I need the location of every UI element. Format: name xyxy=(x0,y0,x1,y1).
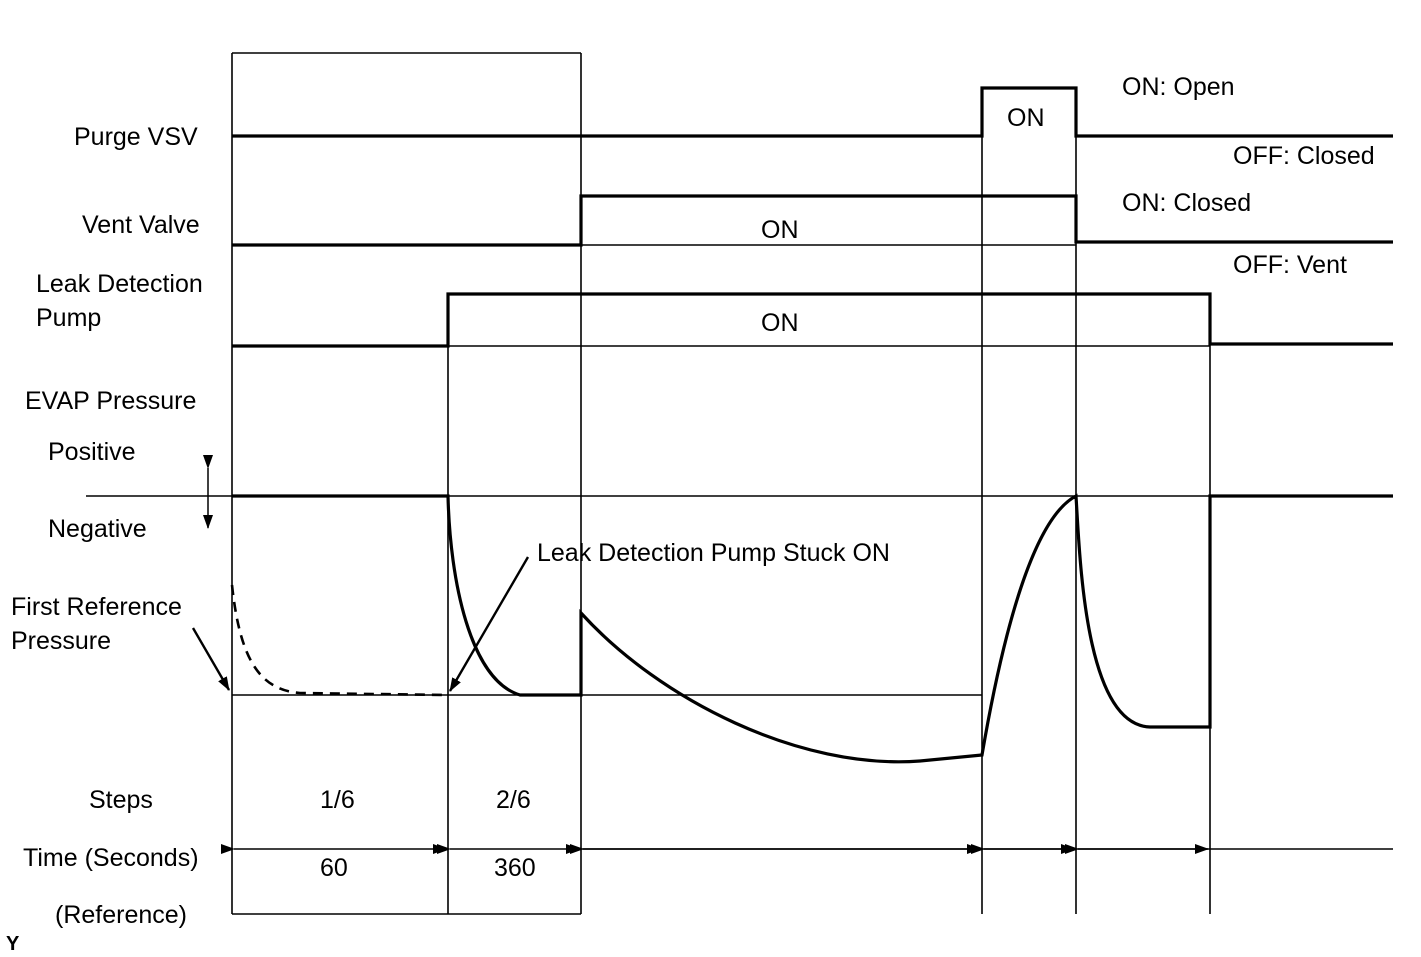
step-2-value: 2/6 xyxy=(496,786,531,814)
positive-label: Positive xyxy=(48,438,136,466)
vent-valve-label: Vent Valve xyxy=(82,211,200,239)
first-reference-label-line1: First Reference xyxy=(11,593,182,621)
stuck-on-annotation: Leak Detection Pump Stuck ON xyxy=(537,539,890,567)
evap-pressure-label: EVAP Pressure xyxy=(25,387,196,415)
purge-vsv-label: Purge VSV xyxy=(74,123,198,151)
purge-off-description: OFF: Closed xyxy=(1233,142,1375,170)
time-1-value: 60 xyxy=(320,854,348,882)
purge-on-label: ON xyxy=(1007,104,1045,132)
time-2-value: 360 xyxy=(494,854,536,882)
negative-label: Negative xyxy=(48,515,147,543)
purge-on-description: ON: Open xyxy=(1122,73,1235,101)
step-1-value: 1/6 xyxy=(320,786,355,814)
first-reference-label-line2: Pressure xyxy=(11,627,111,655)
leak-pump-label-line2: Pump xyxy=(36,304,101,332)
first-reference-pointer xyxy=(191,627,231,691)
pump-on-label: ON xyxy=(761,309,799,337)
vent-on-label: ON xyxy=(761,216,799,244)
reference-label: (Reference) xyxy=(55,901,187,929)
figure-code: Y xyxy=(6,933,20,955)
time-label: Time (Seconds) xyxy=(23,844,199,872)
steps-label: Steps xyxy=(89,786,153,814)
vent-valve-waveform xyxy=(232,194,1393,247)
stuck-on-pointer xyxy=(448,556,530,692)
leak-pump-label-line1: Leak Detection xyxy=(36,270,203,298)
purge-vsv-waveform xyxy=(232,86,1393,138)
vent-on-description: ON: Closed xyxy=(1122,189,1251,217)
evap-pressure-waveform xyxy=(232,493,1393,764)
first-reference-dashed-curve xyxy=(230,584,449,697)
grid-lines xyxy=(86,52,1393,915)
vent-off-description: OFF: Vent xyxy=(1233,251,1347,279)
leak-pump-waveform xyxy=(232,292,1393,348)
